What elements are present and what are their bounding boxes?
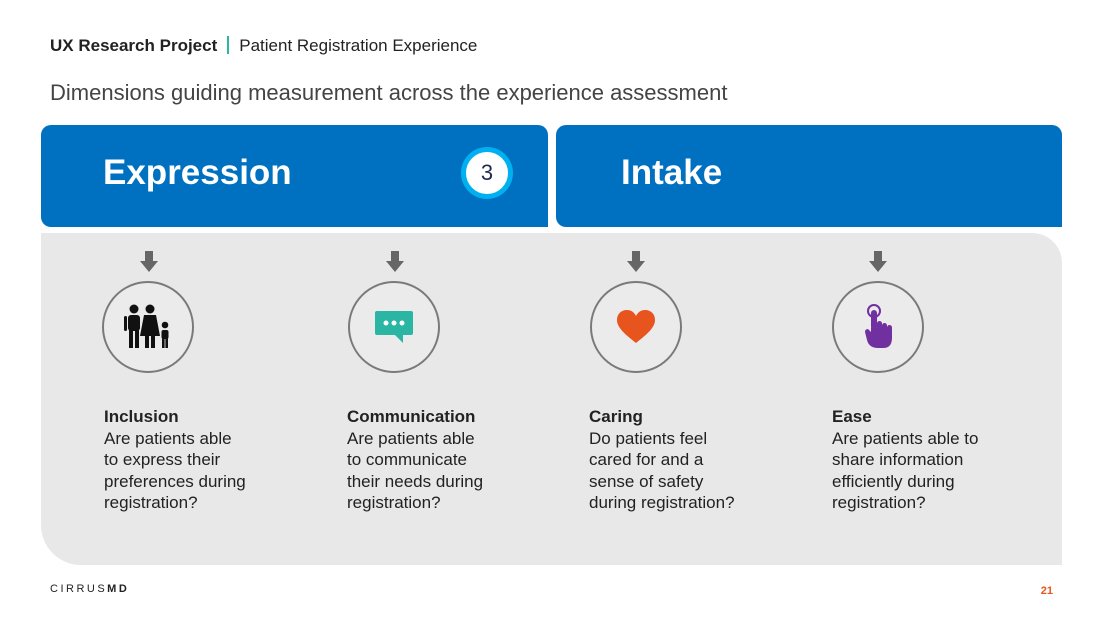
ease-heading: Ease [832,407,872,426]
down-arrow-icon [140,251,158,272]
slide-header: UX Research Project Patient Registration … [50,36,477,56]
communication-line: registration? [347,493,441,512]
inclusion-icon-circle [102,281,194,373]
communication-line: to communicate [347,450,467,469]
ease-text: Ease Are patients able to share informat… [832,406,1032,514]
heart-icon [617,310,655,343]
inclusion-line: registration? [104,493,198,512]
step-number-badge: 3 [461,147,513,199]
inclusion-heading: Inclusion [104,407,179,426]
communication-icon-circle [348,281,440,373]
slide-subtitle: Dimensions guiding measurement across th… [50,80,728,105]
intake-banner: Intake [556,125,1062,227]
inclusion-line: preferences during [104,471,246,491]
company-logo: CIRRUSMD [50,583,129,595]
logo-text-bold: MD [107,583,130,595]
inclusion-line: to express their [104,450,221,469]
page-number: 21 [1040,585,1053,597]
touch-hand-icon [865,304,892,348]
ease-line: efficiently during [832,471,955,491]
intake-title: Intake [621,153,723,192]
ease-icon-circle [832,281,924,373]
ease-line: registration? [832,493,926,512]
caring-text: Caring Do patients feel cared for and a … [589,406,789,514]
expression-title: Expression [103,153,292,192]
down-arrow-icon [386,251,404,272]
caring-line: Do patients feel [589,428,708,448]
caring-line: cared for and a [589,450,704,469]
project-topic: Patient Registration Experience [239,36,478,55]
caring-line: during registration? [589,493,735,512]
ease-line: Are patients able to [832,428,979,448]
ease-line: share information [832,450,964,469]
down-arrow-icon [869,251,887,272]
communication-heading: Communication [347,407,476,426]
communication-line: their needs during [347,471,484,491]
down-arrow-icon [627,251,645,272]
header-separator [227,36,230,54]
inclusion-text: Inclusion Are patients able to express t… [104,406,304,514]
project-name: UX Research Project [50,36,218,55]
caring-heading: Caring [589,407,643,426]
family-icon [124,304,169,348]
communication-text: Communication Are patients able to commu… [347,406,547,514]
caring-icon-circle [590,281,682,373]
chat-bubble-icon [375,311,413,343]
inclusion-line: Are patients able [104,428,232,448]
communication-line: Are patients able [347,428,475,448]
expression-banner: Expression 3 [41,125,548,227]
content-panel [41,233,1062,565]
caring-line: sense of safety [589,471,704,491]
logo-text-light: CIRRUS [50,583,108,595]
